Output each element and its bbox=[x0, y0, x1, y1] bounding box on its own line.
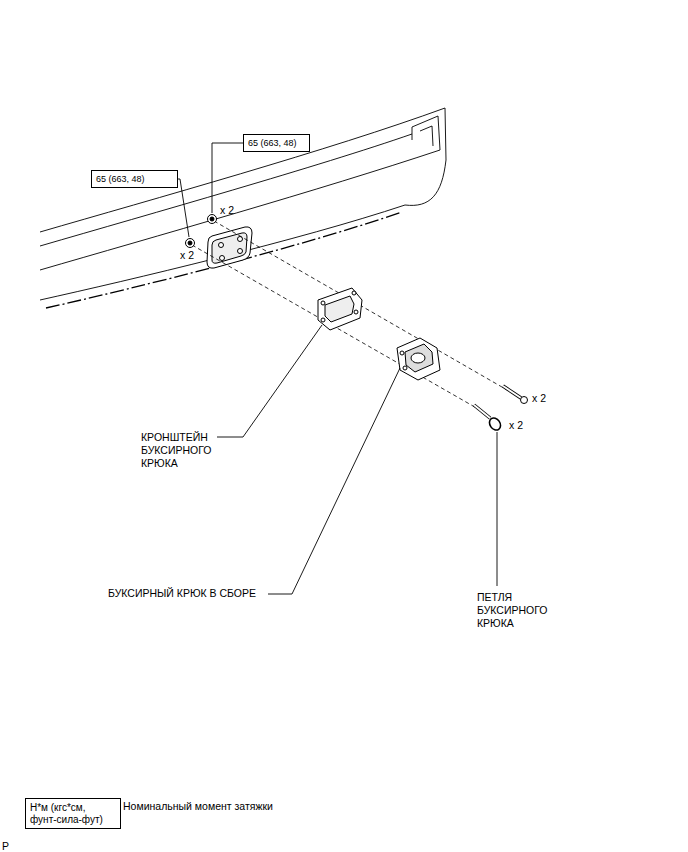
hook-hole bbox=[403, 366, 407, 370]
bolt-shank-fill bbox=[503, 386, 521, 398]
torque-box: 65 (663, 48) bbox=[243, 134, 310, 152]
bracket-hole bbox=[321, 318, 325, 322]
bolt-shank bbox=[503, 386, 521, 398]
dashed-line bbox=[192, 245, 480, 410]
box-text: 65 (663, 48) bbox=[248, 138, 297, 149]
legend-unit-box: Н*м (кгс*см, фунт-сила-фут) bbox=[25, 798, 121, 829]
eye-bolt-loop bbox=[487, 416, 503, 432]
bumper-edge bbox=[40, 108, 445, 232]
part-name: БУКСИРНЫЙ КРЮК В СБОРЕ bbox=[108, 587, 256, 600]
legend-text: Номинальный момент затяжки bbox=[123, 800, 273, 813]
hook-eye bbox=[411, 353, 425, 363]
bumper-edge bbox=[40, 150, 440, 270]
nut-hole bbox=[210, 217, 214, 221]
leader-line bbox=[268, 368, 400, 594]
quantity-label: x 2 bbox=[220, 204, 234, 217]
bracket-hole bbox=[352, 291, 356, 295]
bumper-edge bbox=[40, 134, 412, 246]
bracket-hole bbox=[354, 310, 358, 314]
part-name: ПЕТЛЯ БУКСИРНОГО КРЮКА bbox=[477, 591, 547, 630]
plate-inner bbox=[212, 233, 247, 263]
assembly-axis bbox=[192, 221, 521, 410]
quantity-label: x 2 bbox=[532, 392, 546, 405]
plate-hole bbox=[220, 256, 225, 261]
box-text: Н*м (кгс*см, фунт-сила-фут) bbox=[30, 802, 114, 826]
nut bbox=[186, 239, 195, 248]
plate-hole bbox=[238, 249, 243, 254]
quantity-label: x 2 bbox=[180, 249, 194, 262]
tow-hook-bracket bbox=[318, 288, 362, 330]
hook-body bbox=[405, 344, 433, 372]
bumper-corner bbox=[405, 108, 446, 205]
rear-bumper bbox=[40, 108, 446, 308]
hook-hole bbox=[400, 351, 404, 355]
leader-line bbox=[497, 432, 498, 586]
part-name: КРОНШТЕЙН БУКСИРНОГО КРЮКА bbox=[141, 431, 211, 470]
nut-hole bbox=[188, 241, 192, 245]
plate-hole bbox=[219, 243, 224, 248]
figure-code: P bbox=[2, 840, 9, 852]
dashed-line bbox=[214, 221, 521, 398]
hook-outline bbox=[397, 338, 440, 380]
leader-line bbox=[212, 143, 243, 213]
tow-hook-assembly bbox=[397, 338, 440, 380]
plate-hole bbox=[238, 237, 243, 242]
tow-hook-eye-bolt bbox=[474, 405, 503, 432]
eye-bolt-shank bbox=[474, 405, 490, 418]
bolt bbox=[503, 386, 528, 404]
plate-outline bbox=[207, 227, 252, 268]
bracket-outline bbox=[318, 288, 362, 330]
leader-line bbox=[178, 179, 189, 237]
quantity-label: x 2 bbox=[509, 419, 523, 432]
bumper-plate bbox=[207, 227, 252, 268]
bumper-edge bbox=[40, 205, 405, 300]
nuts bbox=[186, 215, 217, 248]
bumper-corner bbox=[420, 126, 433, 146]
torque-box: 65 (663, 48) bbox=[91, 170, 178, 188]
bolt-head bbox=[521, 397, 528, 404]
bracket-inner bbox=[325, 296, 354, 322]
nut bbox=[208, 215, 217, 224]
bumper-corner bbox=[412, 116, 440, 150]
leader-lines bbox=[178, 143, 497, 594]
leader-line bbox=[217, 325, 322, 437]
box-text: 65 (663, 48) bbox=[96, 174, 145, 185]
bracket-hole bbox=[321, 301, 325, 305]
eye-bolt-shank-fill bbox=[474, 405, 490, 418]
